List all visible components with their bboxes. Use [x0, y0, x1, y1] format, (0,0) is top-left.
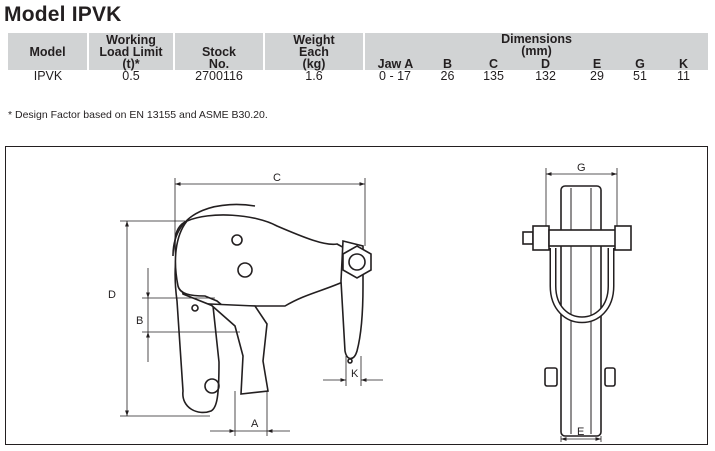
specification-table: Model Working Load Limit (t)* Stock No. … — [8, 33, 708, 83]
header-weight-line1: Weight — [293, 32, 335, 47]
dimension-g — [545, 168, 618, 226]
header-working-load-limit: Working Load Limit (t)* — [87, 32, 174, 71]
cell-b: 26 — [440, 69, 455, 83]
dim-label-k: K — [351, 368, 359, 380]
header-weight-line3: (kg) — [302, 56, 326, 71]
table-row: IPVK 0.5 2700116 1.6 0 - 17 26 135 132 2… — [8, 70, 708, 83]
cell-model: IPVK — [33, 69, 63, 83]
cell-g: 51 — [633, 69, 647, 83]
header-dimensions-line2: (mm) — [521, 44, 552, 58]
table-header-row: Model Working Load Limit (t)* Stock No. … — [8, 32, 708, 70]
header-dim-jaw-a: Jaw A — [363, 57, 426, 70]
header-dim-b: B — [426, 57, 469, 70]
technical-drawing: C D B A — [5, 146, 708, 445]
cell-k: 11 — [677, 69, 690, 83]
dimension-c — [174, 178, 366, 246]
header-model: Model — [8, 33, 88, 70]
dimension-b — [142, 268, 240, 362]
header-dim-c: C — [469, 57, 518, 70]
dimension-d — [120, 220, 210, 417]
dim-label-e: E — [577, 426, 584, 438]
header-dim-k: K — [659, 57, 708, 70]
dim-label-c: C — [273, 172, 281, 184]
cell-wll: 0.5 — [122, 69, 140, 83]
clamp-side-view — [172, 203, 372, 414]
dim-label-a: A — [251, 418, 259, 430]
cell-stock: 2700116 — [195, 69, 243, 83]
dimension-e — [560, 436, 602, 442]
design-factor-footnote: * Design Factor based on EN 13155 and AS… — [8, 109, 268, 121]
dim-label-d: D — [108, 289, 116, 301]
cell-jaw-a: 0 - 17 — [379, 69, 411, 83]
cell-c: 135 — [483, 69, 504, 83]
header-dimensions: Dimensions (mm) — [363, 32, 708, 58]
dimension-k — [323, 356, 383, 386]
header-wll-line2: Load Limit — [99, 44, 163, 59]
header-dimensions-line1: Dimensions — [501, 32, 572, 46]
header-dim-d: D — [518, 57, 573, 70]
dimension-a — [210, 391, 290, 436]
header-stock-line1: Stock — [201, 45, 237, 59]
header-weight-each: Weight Each (kg) — [263, 32, 364, 71]
header-wll-line3: (t)* — [122, 56, 140, 71]
cell-d: 132 — [535, 69, 556, 83]
page-title: Model IPVK — [4, 3, 122, 26]
header-weight-line2: Each — [299, 44, 329, 59]
dim-label-b: B — [136, 315, 143, 327]
drawing-frame — [5, 146, 708, 445]
table-subheader-row: Jaw A B C D E G K — [8, 57, 708, 70]
header-stock-no: Stock No. — [173, 33, 264, 71]
header-wll-line1: Working — [106, 32, 156, 47]
header-dim-e: E — [573, 57, 621, 70]
clamp-front-view — [522, 185, 632, 437]
header-stock-line2: No. — [208, 57, 230, 71]
cell-weight: 1.6 — [305, 69, 323, 83]
header-dim-g: G — [621, 57, 659, 70]
cell-e: 29 — [590, 69, 604, 83]
dim-label-g: G — [577, 162, 586, 174]
